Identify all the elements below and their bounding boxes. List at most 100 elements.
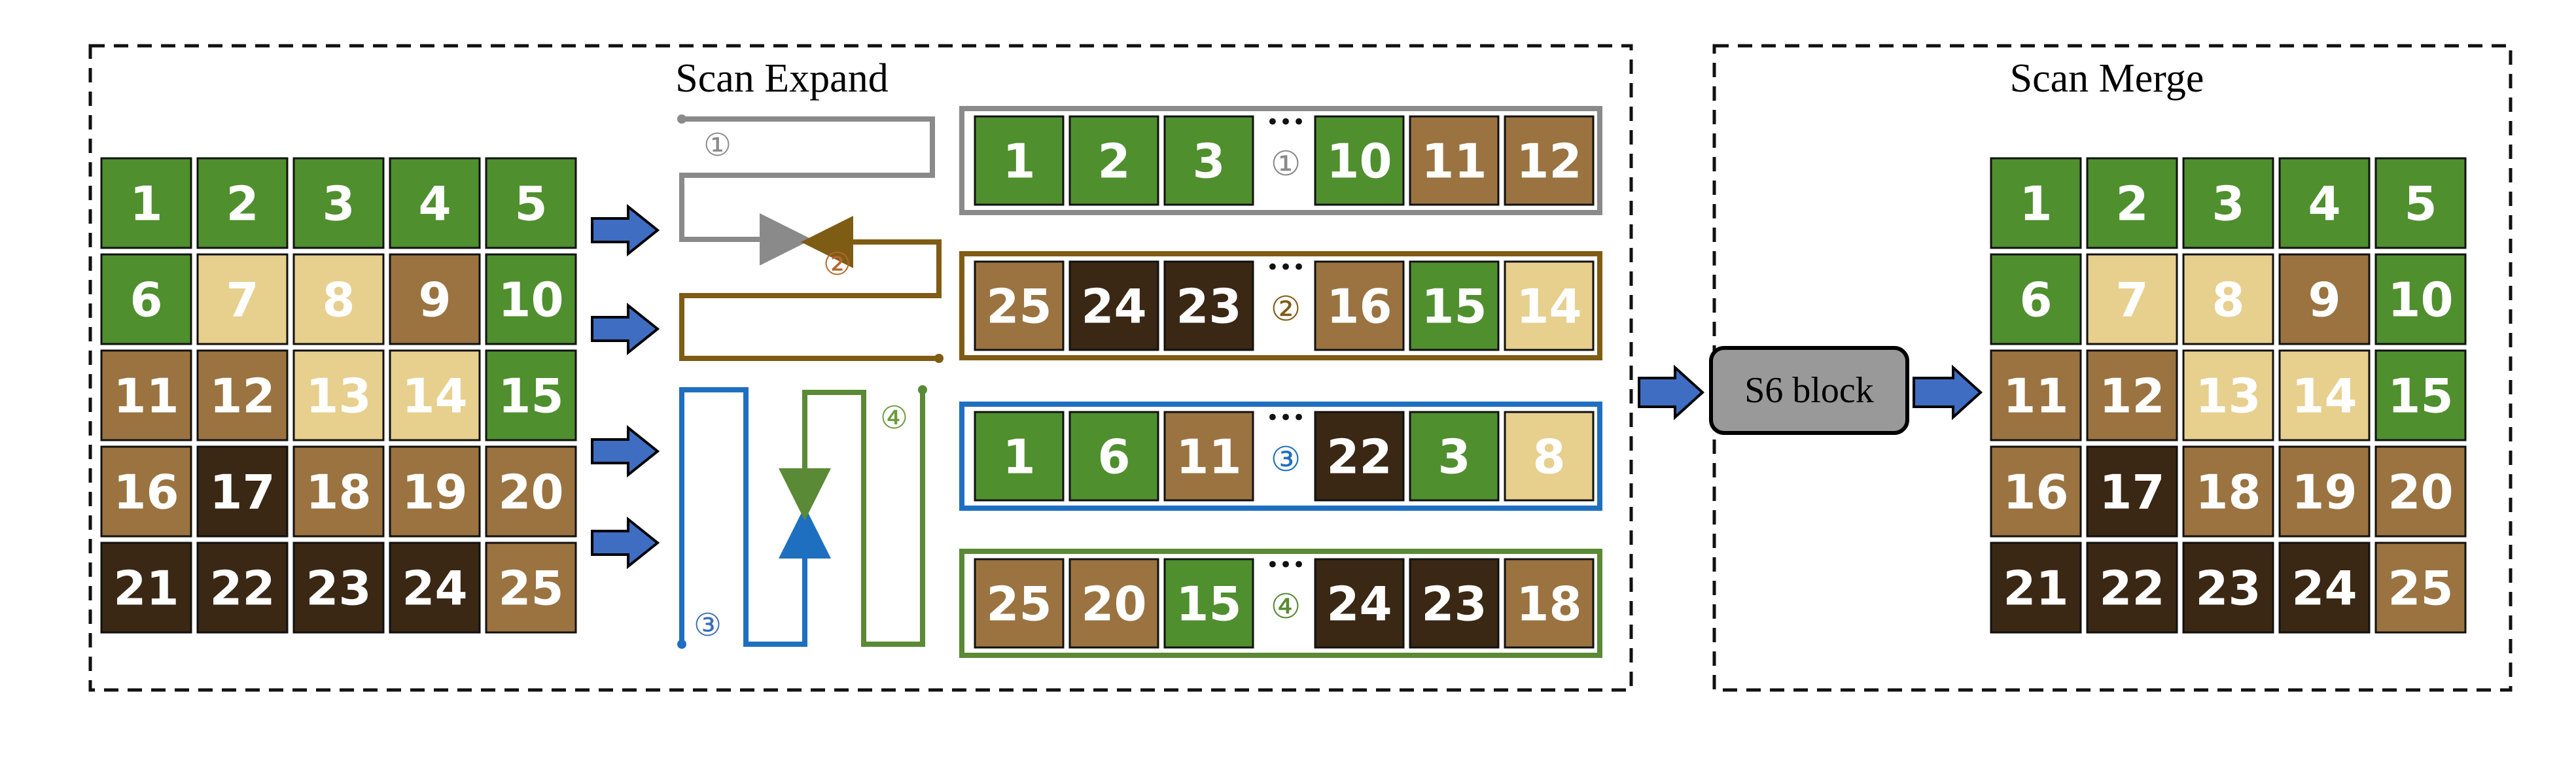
sequence-marker: ② — [1271, 290, 1301, 329]
scan-path-1-start — [677, 114, 686, 124]
scan-expand-title: Scan Expand — [675, 56, 888, 101]
input-cell-number: 25 — [498, 561, 563, 616]
sequence-tile-number: 6 — [1097, 430, 1130, 485]
sequence-tile-number: 1 — [1002, 430, 1035, 485]
input-cell: 16 — [100, 445, 192, 538]
input-cell: 19 — [389, 445, 481, 538]
input-cell-number: 20 — [498, 465, 563, 520]
output-cell: 3 — [2182, 157, 2274, 249]
input-cell: 22 — [196, 542, 289, 634]
sequence-frame — [959, 402, 1602, 511]
output-cell-number: 7 — [2115, 273, 2148, 328]
sequence-tile: 24 — [1068, 260, 1159, 351]
input-cell-number: 10 — [498, 273, 563, 328]
output-cell-number: 13 — [2195, 369, 2261, 424]
input-cell-number: 17 — [209, 465, 275, 520]
s6-block-label: S6 block — [1744, 370, 1874, 411]
path-marker-1: ① — [703, 127, 732, 164]
input-cell-bg — [196, 349, 289, 441]
sequence-tile: 16 — [1314, 260, 1405, 351]
scan-path-2-start — [934, 354, 944, 363]
input-cell: 21 — [100, 542, 192, 634]
sequence-tile-number: 25 — [986, 577, 1051, 632]
sequence-ellipsis: ••• — [1266, 254, 1305, 281]
sequence-tile-number: 24 — [1326, 577, 1392, 632]
output-cell: 4 — [2278, 157, 2371, 249]
sequence-tile-number: 23 — [1176, 279, 1241, 334]
sequence-tile-number: 2 — [1097, 134, 1130, 189]
sequence-tile-bg — [1314, 260, 1405, 351]
input-cell: 8 — [292, 253, 385, 345]
sequence-ellipsis: ••• — [1266, 405, 1305, 431]
sequence-tile: 25 — [974, 260, 1065, 351]
output-cell-bg — [2278, 349, 2371, 441]
input-cell-bg — [100, 253, 192, 345]
input-cell-number: 24 — [402, 561, 467, 616]
sequence-tile-bg — [1068, 411, 1159, 502]
scan-path-3-start — [677, 640, 686, 649]
sequence-tile: 6 — [1068, 411, 1159, 502]
input-cell-bg — [100, 445, 192, 538]
sequence-frame — [959, 251, 1602, 360]
output-cell: 13 — [2182, 349, 2274, 441]
scan-path-4 — [779, 390, 925, 647]
input-cell-number: 6 — [130, 273, 162, 328]
input-cell-number: 19 — [402, 465, 467, 520]
input-cell-number: 3 — [322, 177, 355, 232]
sequence-tile: 25 — [974, 558, 1065, 649]
block-arrow-icon — [591, 203, 660, 257]
input-cell-number: 22 — [209, 561, 275, 616]
sequence-tile-number: 12 — [1516, 134, 1581, 189]
output-cell-number: 5 — [2404, 177, 2437, 232]
sequence-tile-bg — [1314, 411, 1405, 502]
sequence-tile: 20 — [1068, 558, 1159, 649]
sequence-tile: 10 — [1314, 115, 1405, 206]
input-arrows — [591, 203, 660, 570]
output-cell-number: 21 — [2003, 561, 2068, 616]
input-cell: 24 — [389, 542, 481, 634]
sequence-marker: ④ — [1271, 587, 1301, 627]
scan-expand-panel — [88, 44, 1633, 692]
output-cell-bg — [2374, 542, 2467, 634]
input-cell-number: 11 — [113, 369, 179, 424]
input-cell-bg — [485, 542, 577, 634]
output-cell-bg — [2182, 349, 2274, 441]
input-cell: 6 — [100, 253, 192, 345]
output-cell-number: 2 — [2115, 177, 2148, 232]
sequence-tile: 1 — [974, 115, 1065, 206]
output-cell: 8 — [2182, 253, 2274, 345]
output-cell: 6 — [1990, 253, 2082, 345]
sequence-tile-number: 25 — [986, 279, 1051, 334]
output-cell-bg — [1990, 445, 2082, 538]
sequence-tile-bg — [1314, 558, 1405, 649]
sequence-tile-number: 23 — [1421, 577, 1487, 632]
input-cell-number: 23 — [306, 561, 371, 616]
input-cell-bg — [196, 445, 289, 538]
input-cell-number: 1 — [130, 177, 162, 232]
sequence-tile-bg — [1504, 558, 1595, 649]
output-cell-number: 19 — [2291, 465, 2357, 520]
output-cell: 9 — [2278, 253, 2371, 345]
output-cell: 18 — [2182, 445, 2274, 538]
sequence-tile-bg — [1409, 115, 1500, 206]
input-cell-bg — [485, 349, 577, 441]
sequence-tile-number: 20 — [1081, 577, 1146, 632]
sequence-tile-bg — [1163, 260, 1254, 351]
input-cell-bg — [485, 157, 577, 249]
output-cell-bg — [2086, 542, 2178, 634]
output-cell: 17 — [2086, 445, 2178, 538]
input-cell: 2 — [196, 157, 289, 249]
sequence-tile-number: 10 — [1326, 134, 1392, 189]
output-cell: 2 — [2086, 157, 2178, 249]
sequence-tile: 15 — [1409, 260, 1500, 351]
input-cell: 1 — [100, 157, 192, 249]
output-cell: 25 — [2374, 542, 2467, 634]
output-cell-number: 25 — [2388, 561, 2453, 616]
sequence-tile-bg — [974, 115, 1065, 206]
sequence-tile: 8 — [1504, 411, 1595, 502]
sequence-tile: 11 — [1409, 115, 1500, 206]
sequence-tile: 12 — [1504, 115, 1595, 206]
sequence-tile: 14 — [1504, 260, 1595, 351]
